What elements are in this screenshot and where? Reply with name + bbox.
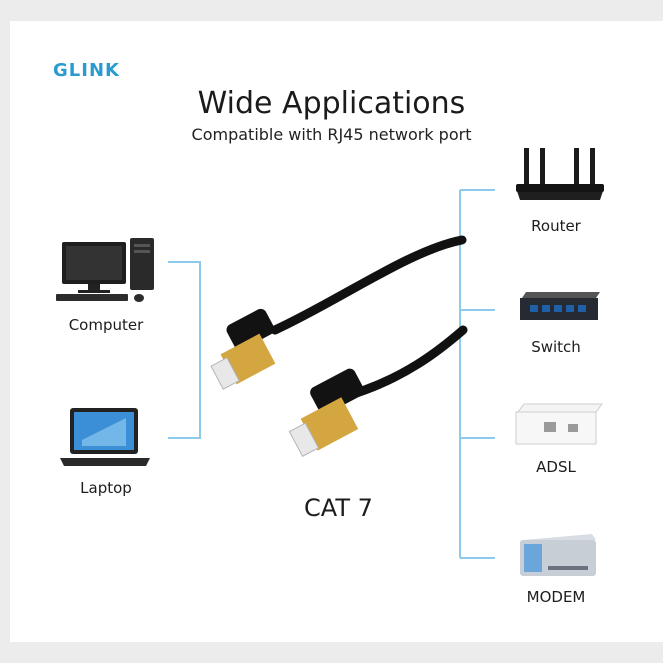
router-icon xyxy=(516,148,604,200)
device-label-laptop: Laptop xyxy=(80,479,132,497)
device-label-modem: MODEM xyxy=(526,588,586,606)
device-label-adsl: ADSL xyxy=(536,458,576,476)
device-label-switch: Switch xyxy=(531,338,581,356)
switch-icon xyxy=(520,292,600,320)
page-subtitle: Compatible with RJ45 network port xyxy=(191,125,472,144)
page-title: Wide Applications xyxy=(197,86,466,121)
device-label-router: Router xyxy=(531,217,581,235)
computer-icon xyxy=(56,238,154,302)
cable-category-label: CAT 7 xyxy=(304,494,373,522)
brand-logo: GLINK xyxy=(53,60,120,81)
ethernet-cable-icon xyxy=(210,235,468,457)
connector-lines xyxy=(168,189,495,559)
device-label-computer: Computer xyxy=(68,316,144,334)
laptop-icon xyxy=(60,408,150,466)
adsl-icon xyxy=(515,403,603,445)
modem-icon xyxy=(520,534,596,576)
